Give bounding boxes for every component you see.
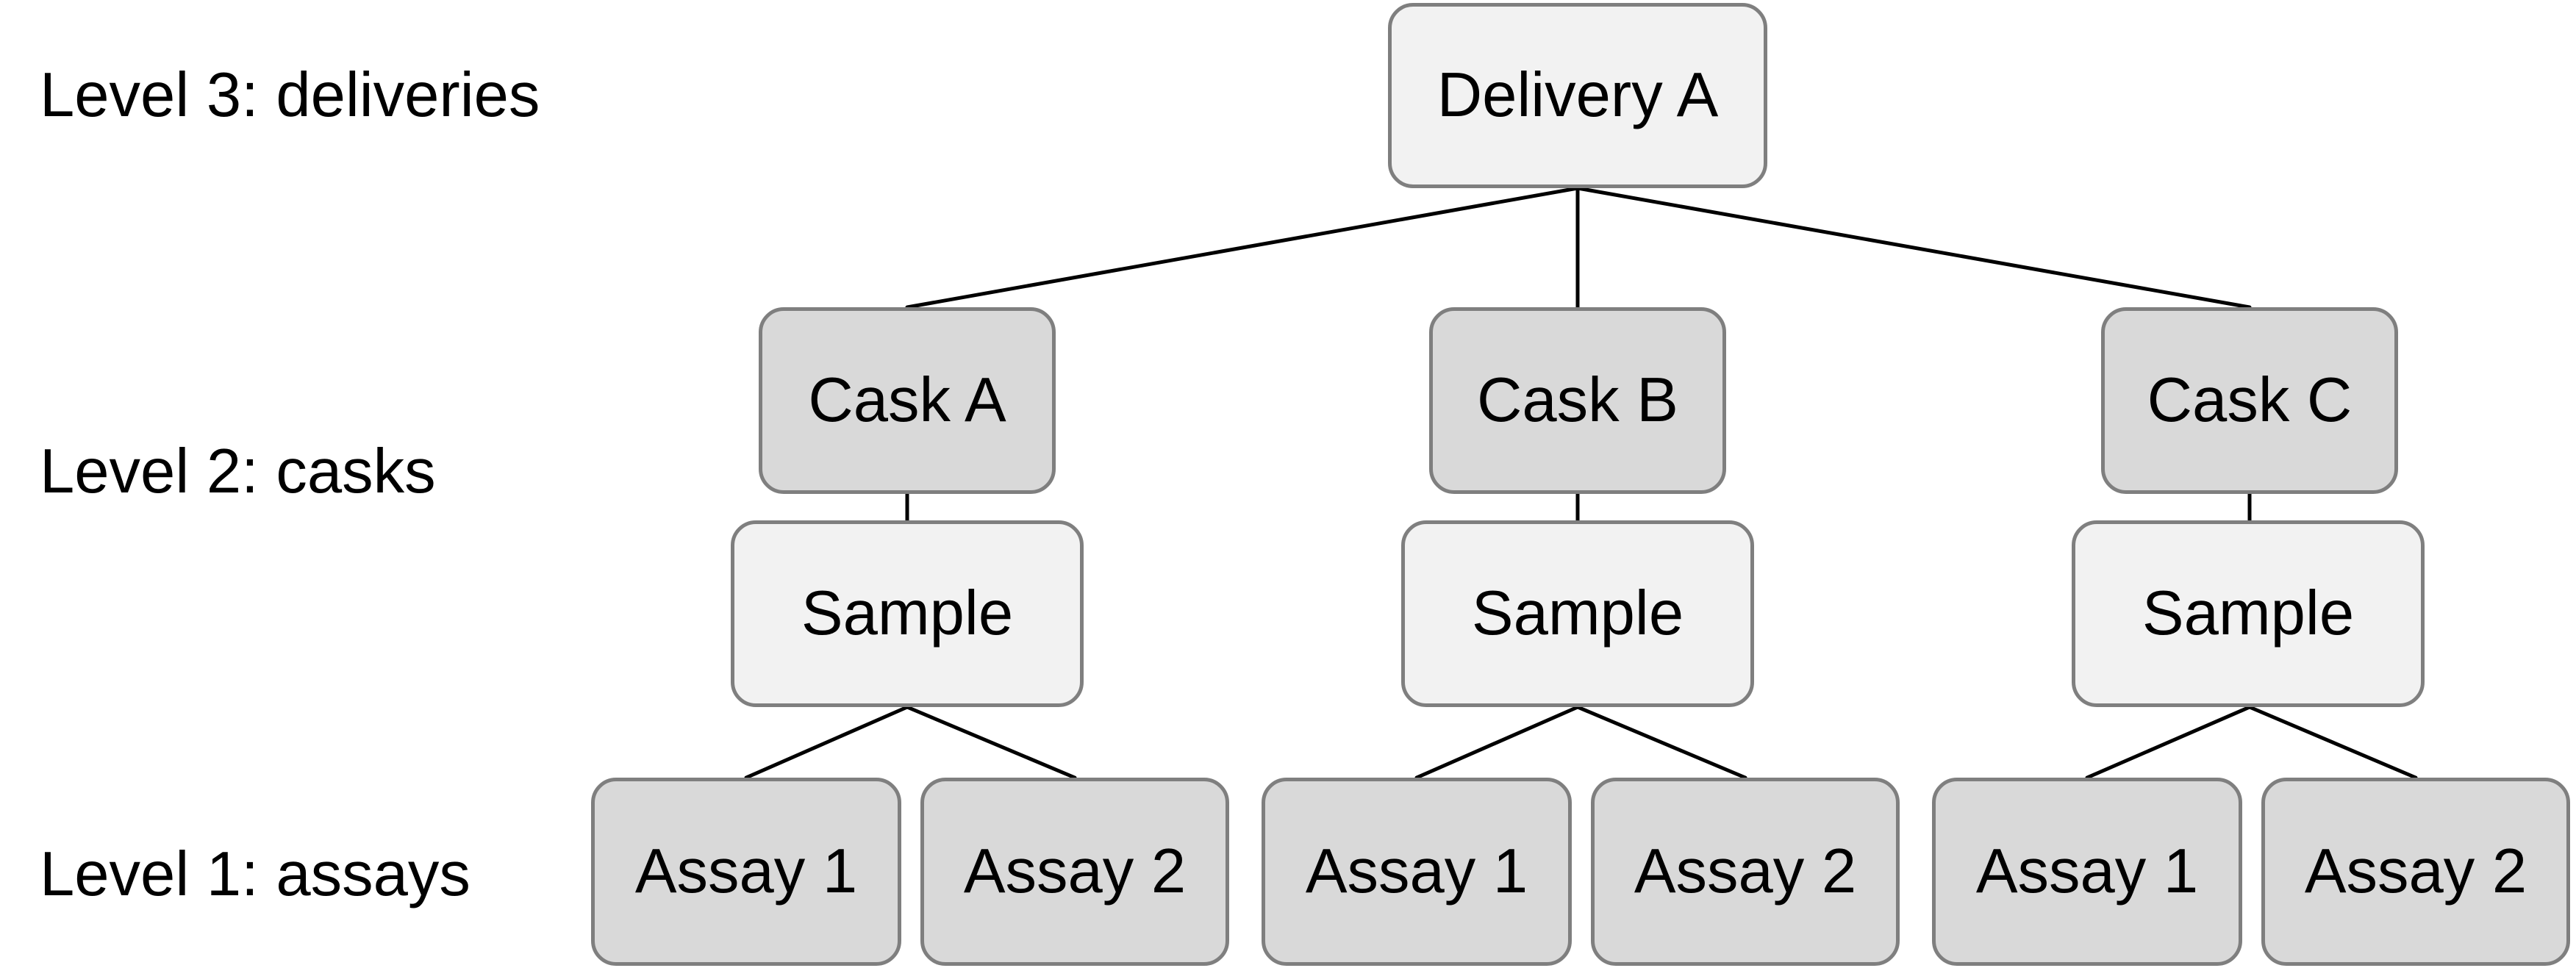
level-2-label: Level 2: casks: [40, 437, 436, 506]
cask-a-assay-1-node: Assay 1: [591, 778, 901, 966]
cask-c-assay-1-node: Assay 1: [1932, 778, 2242, 966]
level-3-label: Level 3: deliveries: [40, 60, 540, 130]
cask-a-assay-2-node: Assay 2: [920, 778, 1229, 966]
edge-sample-a-assay-2: [905, 705, 1077, 780]
edge-sample-a-assay-1: [744, 705, 909, 780]
edge-sample-c-assay-2: [2247, 705, 2418, 780]
cask-c-assay-2-node: Assay 2: [2261, 778, 2570, 966]
sample-c-node: Sample: [2072, 520, 2425, 707]
delivery-node: Delivery A: [1388, 3, 1767, 188]
cask-b-assay-1-node: Assay 1: [1262, 778, 1572, 966]
sample-a-node: Sample: [731, 520, 1084, 707]
edge-delivery-cask-c: [1575, 186, 2252, 309]
edge-sample-b-assay-2: [1575, 705, 1747, 780]
level-1-label: Level 1: assays: [40, 839, 471, 909]
edge-delivery-cask-a: [905, 186, 1580, 309]
cask-b-assay-2-node: Assay 2: [1591, 778, 1900, 966]
cask-c-node: Cask C: [2101, 307, 2398, 494]
edge-sample-c-assay-1: [2085, 705, 2252, 780]
cask-a-node: Cask A: [759, 307, 1056, 494]
cask-b-node: Cask B: [1429, 307, 1726, 494]
edge-sample-b-assay-1: [1414, 705, 1580, 780]
sample-b-node: Sample: [1401, 520, 1754, 707]
